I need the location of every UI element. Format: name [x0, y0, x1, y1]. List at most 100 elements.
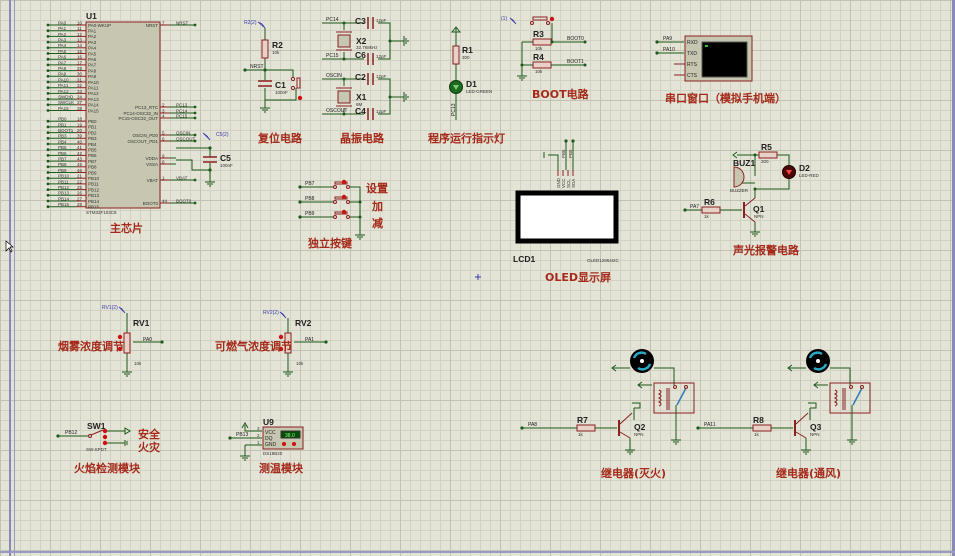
button-set[interactable] — [333, 179, 350, 189]
reset-button[interactable] — [296, 77, 301, 89]
relay-coil-box[interactable] — [829, 382, 871, 414]
terminal-screen[interactable] — [701, 41, 748, 78]
reset-circuit[interactable]: R2(2) R2 10k NRST C1 100nF — [243, 20, 303, 113]
resistor-r2[interactable] — [261, 39, 269, 59]
pin-net-label: PB1 — [58, 122, 67, 127]
mcu-body[interactable] — [85, 21, 161, 209]
relay-coil-box[interactable] — [653, 382, 695, 414]
pin-net-label: PA11 — [58, 83, 69, 88]
resistor-r7[interactable] — [576, 424, 596, 432]
flame-switch[interactable]: PB12 SW1 SW-SPDT — [56, 421, 131, 452]
transistor-q1[interactable] — [743, 197, 756, 223]
pin-number: 27 — [77, 196, 83, 201]
pin-net-label: PB15 — [58, 202, 70, 207]
resistor-r5[interactable] — [758, 151, 778, 159]
power-icon — [450, 26, 462, 33]
pin-name: PB15 — [88, 205, 100, 210]
capacitor-c5[interactable]: C5 100nF C5(2) — [176, 132, 233, 187]
transistor-q2[interactable] — [618, 412, 633, 439]
uart-terminal[interactable]: PA9 PA10 RXD TXD RTS CTS — [655, 35, 753, 82]
resistor-r1[interactable] — [452, 45, 460, 65]
boot-switch[interactable] — [532, 16, 548, 21]
spdt-switch[interactable] — [88, 428, 108, 446]
potentiometer-rv1[interactable] — [123, 332, 131, 354]
resistor-r8[interactable] — [752, 424, 772, 432]
temp-sensor[interactable]: PB13 U9 VCC DQ GND 3 2 1 38.0 DS18B20 — [228, 417, 304, 461]
net-boot1: BOOT1 — [567, 59, 584, 65]
resistor-r3[interactable] — [532, 38, 552, 46]
pin-number: 29 — [77, 66, 83, 71]
button-plus[interactable] — [333, 194, 350, 204]
crystal-circuit[interactable]: PC14 PC15 OSCIN OSCOUT X2 32.768kHz X1 8… — [322, 16, 409, 120]
push-buttons[interactable]: PB7 PB8 PB9 — [298, 179, 365, 240]
button-minus[interactable] — [333, 209, 350, 219]
pin-number: 41 — [77, 145, 83, 150]
crystal-x1[interactable] — [337, 90, 351, 104]
potentiometer-rv2[interactable] — [284, 332, 292, 354]
boot-circuit[interactable]: (1) R3 R4 10k 10k BOOT0 BOOT1 — [501, 16, 587, 81]
net-pb13: PB13 — [236, 432, 248, 438]
pin-number: 10 — [77, 20, 83, 25]
q1-ref: Q1 — [753, 204, 765, 214]
led-indicator[interactable]: R1 300 D1 LED-GREEN PC13 — [449, 26, 493, 120]
resistor-r4[interactable] — [532, 61, 552, 69]
transistor-q3[interactable] — [794, 412, 809, 439]
oled-screen[interactable] — [515, 190, 619, 244]
title-boot: BOOT电路 — [532, 87, 590, 101]
pot-rv1[interactable]: RV1(2) RV1 10k PA0 — [102, 305, 164, 377]
crystal-x2[interactable] — [337, 34, 351, 48]
alarm-circuit[interactable]: R5 300 D2 LED-RED BUZ1 BUZZER R6 1k PA7 … — [683, 142, 820, 237]
pin-net-label: PA5 — [58, 49, 67, 54]
temp-display[interactable] — [280, 430, 301, 439]
pot-rv2[interactable]: RV2(2) RV2 10k PA1 — [263, 310, 328, 377]
c1-value: 100nF — [275, 90, 288, 95]
oled-display[interactable]: PB6 PB5 GND VCC SCL SDA LCD1 OLED12864I2… — [513, 139, 620, 264]
resistor-r6[interactable] — [701, 206, 721, 214]
